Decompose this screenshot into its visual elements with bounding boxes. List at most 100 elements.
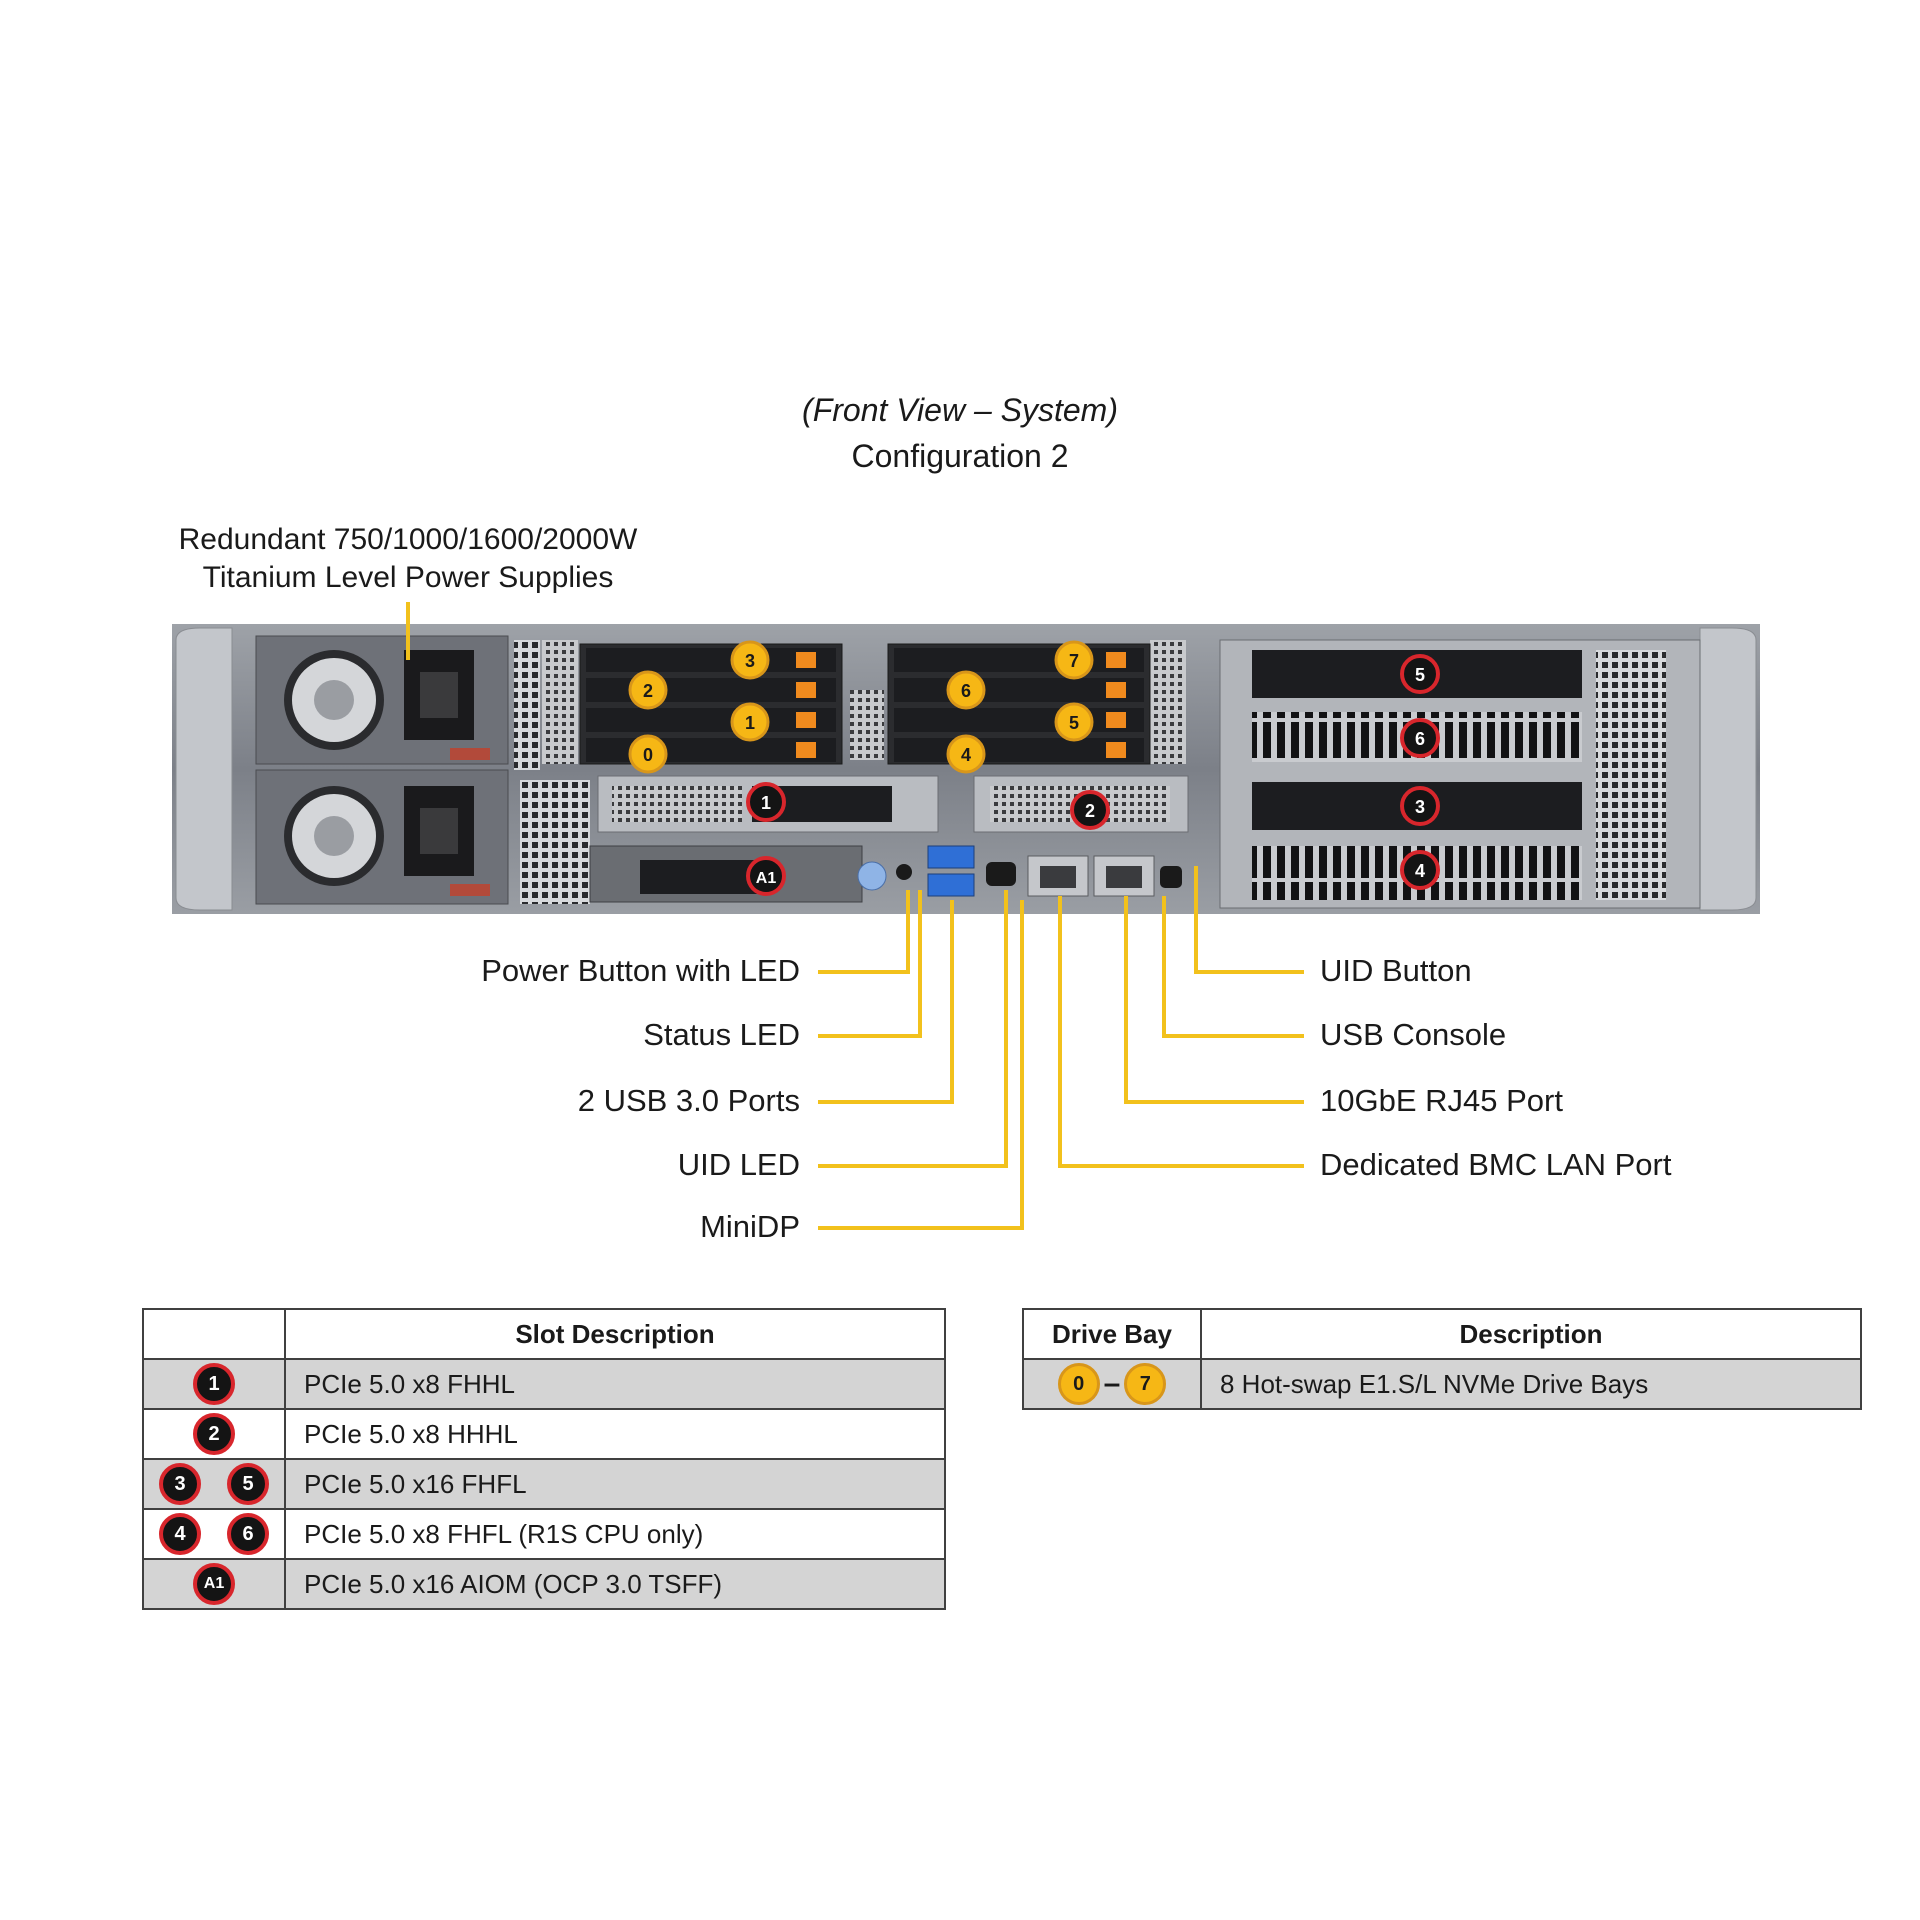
drive-bays-left: [579, 643, 843, 765]
slot-badge-1: 1: [746, 782, 786, 822]
slot-badge-5-label: 5: [1415, 665, 1425, 685]
drive-badge: 7: [1124, 1363, 1167, 1405]
slot-badge: 2: [193, 1413, 235, 1455]
slot-description: PCIe 5.0 x16 AIOM (OCP 3.0 TSFF): [284, 1558, 946, 1610]
callout-line-rj45: [1124, 896, 1304, 1104]
drive-badge-4-label: 4: [961, 745, 971, 765]
drive-bay-cell: 0–7: [1022, 1358, 1202, 1410]
callout-uid-led: UID LED: [677, 1147, 800, 1182]
drive-badge-0: 0: [628, 734, 668, 774]
table-row: 2 PCIe 5.0 x8 HHHL: [142, 1408, 946, 1460]
vent-drive-left: [542, 640, 578, 764]
table-row: 0–7 8 Hot-swap E1.S/L NVMe Drive Bays: [1022, 1358, 1862, 1410]
drive-badges: 0 1 2 3 4 5 6 7: [628, 640, 1094, 774]
drive-bays-right: [887, 643, 1151, 765]
callout-line-uid-button: [1194, 866, 1304, 974]
vent-riser-right: [1596, 650, 1666, 900]
slot-badge-3: 3: [1400, 786, 1440, 826]
slot-badge-2: 2: [1070, 790, 1110, 830]
slot-badge-5: 5: [1400, 654, 1440, 694]
callout-line-bmc-lan: [1058, 896, 1304, 1168]
slot-description: PCIe 5.0 x16 FHFL: [284, 1458, 946, 1510]
slot-badge: 6: [227, 1513, 269, 1555]
view-title: (Front View – System): [802, 392, 1118, 428]
slot-description: PCIe 5.0 x8 FHFL (R1S CPU only): [284, 1508, 946, 1560]
drive-badge-7: 7: [1054, 640, 1094, 680]
drive-badge-4: 4: [946, 734, 986, 774]
callout-line-usb: [818, 900, 954, 1104]
power-supply-label-line1: Redundant 750/1000/1600/2000W: [178, 523, 638, 556]
slot-table-header-description: Slot Description: [284, 1308, 946, 1360]
drive-badge-7-label: 7: [1069, 651, 1079, 671]
slot-cell: 2: [142, 1408, 286, 1460]
drive-table: Drive Bay Description 0–7 8 Hot-swap E1.…: [1022, 1308, 1862, 1410]
drive-badge-6: 6: [946, 670, 986, 710]
slot-table-header-blank: [142, 1308, 286, 1360]
drive-badge-5-label: 5: [1069, 713, 1079, 733]
callout-line-status-led: [818, 890, 922, 1038]
slot-table: Slot Description 1 PCIe 5.0 x8 FHHL 2 PC…: [142, 1308, 946, 1610]
callout-power-button: Power Button with LED: [481, 953, 800, 988]
slot-badge-6: 6: [1400, 718, 1440, 758]
slot-badge-a1-label: A1: [756, 870, 777, 887]
slot-badge-4: 4: [1400, 850, 1440, 890]
slot-badge-4-label: 4: [1415, 861, 1425, 881]
callout-line-minidp: [818, 900, 1024, 1230]
drive-badge: 0: [1057, 1363, 1100, 1405]
slot-description: PCIe 5.0 x8 HHHL: [284, 1408, 946, 1460]
power-button-icon: [857, 861, 887, 891]
drive-badge-2: 2: [628, 670, 668, 710]
slot-badge-3-label: 3: [1415, 797, 1425, 817]
drive-badge-3-label: 3: [745, 651, 755, 671]
rack-ear-left: [175, 627, 233, 911]
slot-badge: A1: [193, 1563, 235, 1605]
callout-line-uid-led: [818, 890, 1008, 1168]
drive-badge-3: 3: [730, 640, 770, 680]
callout-line-usb-console: [1162, 896, 1304, 1038]
slot-cell: A1: [142, 1558, 286, 1610]
slot-cell: 1: [142, 1358, 286, 1410]
status-led-icon: [896, 864, 912, 880]
slot-badge-a1: A1: [746, 856, 786, 896]
callout-lines: [406, 602, 1304, 1230]
vent-drive-right: [1150, 640, 1186, 764]
callout-rj45-port: 10GbE RJ45 Port: [1320, 1083, 1563, 1118]
drive-description: 8 Hot-swap E1.S/L NVMe Drive Bays: [1200, 1358, 1862, 1410]
callout-line-power-button: [818, 890, 910, 974]
drive-badge-0-label: 0: [643, 745, 653, 765]
bay-range-dash: –: [1103, 1367, 1121, 1400]
usb-port-icon: [927, 845, 975, 869]
minidp-port-icon: [986, 862, 1016, 886]
slot-description: PCIe 5.0 x8 FHHL: [284, 1358, 946, 1410]
drive-badge-5: 5: [1054, 702, 1094, 742]
callout-bmc-lan-port: Dedicated BMC LAN Port: [1320, 1147, 1672, 1182]
power-supply-top: [255, 635, 509, 765]
drive-badge-6-label: 6: [961, 681, 971, 701]
drive-badge-2-label: 2: [643, 681, 653, 701]
power-supply-label-line2: Titanium Level Power Supplies: [202, 561, 614, 594]
slot-badge: 1: [193, 1363, 235, 1405]
slot-badge: 4: [159, 1513, 201, 1555]
slot-table-header: Slot Description: [142, 1308, 946, 1360]
vent-drive-middle: [850, 690, 884, 760]
table-row: A1 PCIe 5.0 x16 AIOM (OCP 3.0 TSFF): [142, 1558, 946, 1610]
power-supply-label: Redundant 750/1000/1600/2000W Titanium L…: [160, 521, 656, 597]
configuration-title: Configuration 2: [851, 438, 1069, 474]
slot-badge-2-label: 2: [1085, 801, 1095, 821]
slot-badge-6-label: 6: [1415, 729, 1425, 749]
slot-badges: 1 2 3 4 5 6 A1: [746, 654, 1440, 896]
slot-badge: 5: [227, 1463, 269, 1505]
slot-badge-1-label: 1: [761, 793, 771, 813]
rack-ear-right: [1699, 627, 1757, 911]
vent-left-upper: [514, 640, 540, 770]
slot-badge: 3: [159, 1463, 201, 1505]
usb-port-icon: [927, 873, 975, 897]
callout-status-led: Status LED: [643, 1017, 800, 1052]
drive-table-header-description: Description: [1200, 1308, 1862, 1360]
power-supply-bottom: [255, 769, 509, 905]
